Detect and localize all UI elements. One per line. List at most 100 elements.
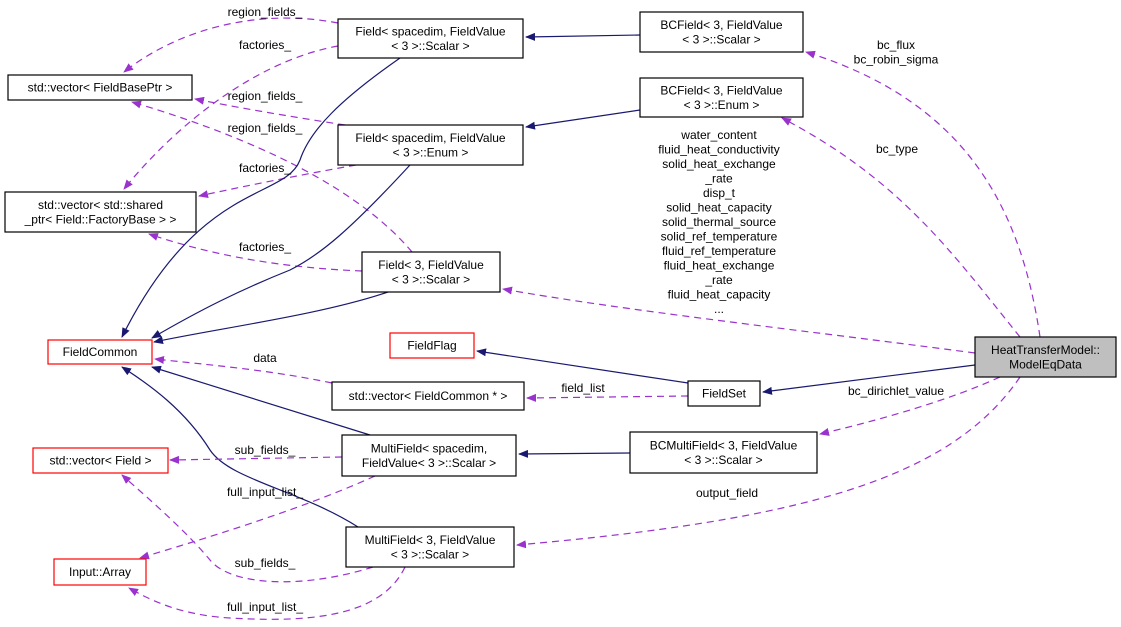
inheritance-edge-field_sd_enum-to-fieldcommon [151,164,411,339]
node-label: std::vector< Field > [49,454,151,468]
edge-label: sub_fields_ [235,443,296,457]
node-label: HeatTransferModel:: [991,343,1100,357]
edge-label-line: solid_heat_capacity [666,201,771,215]
node-label: Field< spacedim, FieldValue [355,131,506,145]
class-node-multifield_sd[interactable]: MultiField< spacedim,FieldValue< 3 >::Sc… [341,434,517,477]
node-box[interactable] [639,11,804,53]
node-label: < 3 >::Scalar > [391,547,469,561]
edge-label-line: solid_thermal_source [662,215,776,229]
usage-edge-field_sd_enum-to-vec_fieldbaseptr [194,96,346,126]
usage-edge-field_3_scalar-to-vec_factory [148,233,363,272]
node-box[interactable] [687,380,761,407]
node-box[interactable] [629,431,818,474]
edge-label: bc_dirichlet_value [848,384,944,398]
edge-label: data [253,351,277,365]
node-box[interactable] [389,332,475,359]
edge-label-line: fluid_heat_conductivity [658,143,779,157]
usage-edge-model_eq_data-to-bcfield_enum [781,117,1021,338]
edge-label-line: region_fields_ [228,89,303,103]
edge-label-line: water_content [680,128,757,142]
inheritance-edge-multifield_3-to-fieldcommon [121,366,359,528]
edge-label: factories_ [239,38,291,52]
node-box[interactable] [337,18,524,59]
node-label: std::vector< FieldBasePtr > [28,81,173,95]
inheritance-edge-bcfield_scalar-to-field_sd_scalar [525,32,641,41]
node-box[interactable] [331,381,525,411]
edge-label: region_fields_ [228,89,303,103]
edge-label-line: fluid_heat_exchange [664,259,775,273]
node-box[interactable] [974,336,1117,378]
edge-label-line: bc_flux [877,38,915,52]
edge-label: bc_type [876,142,918,156]
node-label: std::vector< std::shared [38,198,163,212]
node-box[interactable] [361,251,501,293]
class-node-fieldset[interactable]: FieldSet [687,380,761,407]
node-label: BCMultiField< 3, FieldValue [650,438,798,452]
edge-label-line: region_fields_ [228,5,303,19]
class-node-bcfield_enum[interactable]: BCField< 3, FieldValue< 3 >::Enum > [639,77,804,118]
node-label: < 3 >::Scalar > [392,272,470,286]
node-label: _ptr< Field::FactoryBase > > [24,212,177,226]
class-node-field_sd_scalar[interactable]: Field< spacedim, FieldValue< 3 >::Scalar… [337,18,524,59]
inheritance-edge-multifield_sd-to-fieldcommon [151,365,371,436]
edge-label: full_input_list_ [227,485,303,499]
edge-label: sub_fields_ [235,556,296,570]
edge-label-line: factories_ [239,38,291,52]
usage-edge-model_eq_data-to-multifield_3 [516,376,1021,549]
node-box[interactable] [639,77,804,118]
class-node-multifield_3[interactable]: MultiField< 3, FieldValue< 3 >::Scalar > [345,526,515,568]
node-label: FieldValue< 3 >::Scalar > [362,456,496,470]
edge-label-line: bc_robin_sigma [854,53,939,67]
node-label: Field< spacedim, FieldValue [355,24,506,38]
inheritance-edge-fieldset-to-fieldflag [476,348,689,384]
nodes: Field< spacedim, FieldValue< 3 >::Scalar… [4,11,1117,586]
class-node-vec_field[interactable]: std::vector< Field > [32,447,169,474]
inheritance-edge-model_eq_data-to-fieldset [762,364,976,395]
edge-label-line: full_input_list_ [227,600,303,614]
inheritance-edge-bcmultifield-to-multifield_sd [518,449,631,458]
edge-label-line: _rate [704,172,733,186]
usage-edge-multifield_3-to-input_array [128,566,406,620]
usage-edge-fieldset-to-vec_fieldcommon [526,393,689,402]
node-label: FieldFlag [407,339,456,353]
class-node-fieldflag[interactable]: FieldFlag [389,332,475,359]
class-node-bcmultifield[interactable]: BCMultiField< 3, FieldValue< 3 >::Scalar… [629,431,818,474]
edge-label-line: _rate [704,273,733,287]
node-label: < 3 >::Enum > [684,98,760,112]
node-label: Input::Array [69,565,131,579]
node-label: < 3 >::Scalar > [684,453,762,467]
class-node-field_sd_enum[interactable]: Field< spacedim, FieldValue< 3 >::Enum > [337,124,524,166]
node-box[interactable] [53,558,147,586]
node-box[interactable] [341,434,517,477]
edge-label-line: ... [714,302,724,316]
class-node-vec_fieldcommon[interactable]: std::vector< FieldCommon * > [331,381,525,411]
class-node-input_array[interactable]: Input::Array [53,558,147,586]
node-box[interactable] [47,339,153,365]
node-label: ModelEqData [1009,357,1082,371]
class-node-field_3_scalar[interactable]: Field< 3, FieldValue< 3 >::Scalar > [361,251,501,293]
class-node-vec_fieldbaseptr[interactable]: std::vector< FieldBasePtr > [7,74,193,101]
class-node-vec_factory[interactable]: std::vector< std::shared_ptr< Field::Fac… [4,191,197,233]
node-label: MultiField< 3, FieldValue [365,533,496,547]
node-box[interactable] [4,191,197,233]
edge-label-line: solid_ref_temperature [661,230,778,244]
edge-label-line: bc_type [876,142,918,156]
node-label: BCField< 3, FieldValue [660,83,783,97]
node-box[interactable] [32,447,169,474]
class-node-bcfield_scalar[interactable]: BCField< 3, FieldValue< 3 >::Scalar > [639,11,804,53]
node-label: < 3 >::Enum > [393,145,469,159]
node-label: FieldCommon [63,345,138,359]
usage-edge-multifield_3-to-vec_field [121,474,374,583]
usage-edge-model_eq_data-to-field_3_scalar [502,286,976,354]
node-box[interactable] [337,124,524,166]
node-box[interactable] [345,526,515,568]
edge-label-line: fluid_heat_capacity [668,288,771,302]
inheritance-edge-field_sd_scalar-to-fieldcommon [121,57,401,338]
edge-label: region_fields_ [228,121,303,135]
edge-label-line: full_input_list_ [227,485,303,499]
class-node-model_eq_data[interactable]: HeatTransferModel::ModelEqData [974,336,1117,378]
node-box[interactable] [7,74,193,101]
class-node-fieldcommon[interactable]: FieldCommon [47,339,153,365]
usage-edge-vec_fieldcommon-to-fieldcommon [154,355,333,384]
